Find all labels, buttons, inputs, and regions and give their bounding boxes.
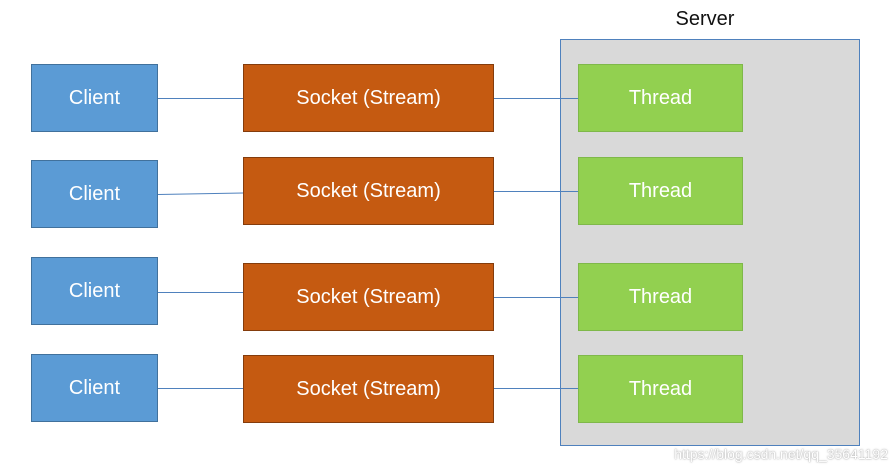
watermark: https://blog.csdn.net/qq_35641192	[674, 446, 888, 462]
client-box-2: Client	[31, 160, 158, 228]
server-label: Server	[675, 8, 735, 30]
connector-socket-thread-1	[494, 98, 578, 99]
connector-socket-thread-2	[494, 191, 578, 192]
connector-socket-thread-4	[494, 388, 578, 389]
client-box-1: Client	[31, 64, 158, 132]
thread-box-2: Thread	[578, 157, 743, 225]
connector-client-socket-2	[157, 192, 243, 195]
socket-box-2: Socket (Stream)	[243, 157, 494, 225]
connector-socket-thread-3	[494, 297, 578, 298]
socket-box-3: Socket (Stream)	[243, 263, 494, 331]
socket-box-1: Socket (Stream)	[243, 64, 494, 132]
client-box-3: Client	[31, 257, 158, 325]
socket-box-4: Socket (Stream)	[243, 355, 494, 423]
thread-box-1: Thread	[578, 64, 743, 132]
connector-client-socket-4	[158, 388, 243, 389]
connector-client-socket-3	[158, 292, 243, 293]
thread-box-3: Thread	[578, 263, 743, 331]
client-box-4: Client	[31, 354, 158, 422]
thread-box-4: Thread	[578, 355, 743, 423]
connector-client-socket-1	[158, 98, 243, 99]
